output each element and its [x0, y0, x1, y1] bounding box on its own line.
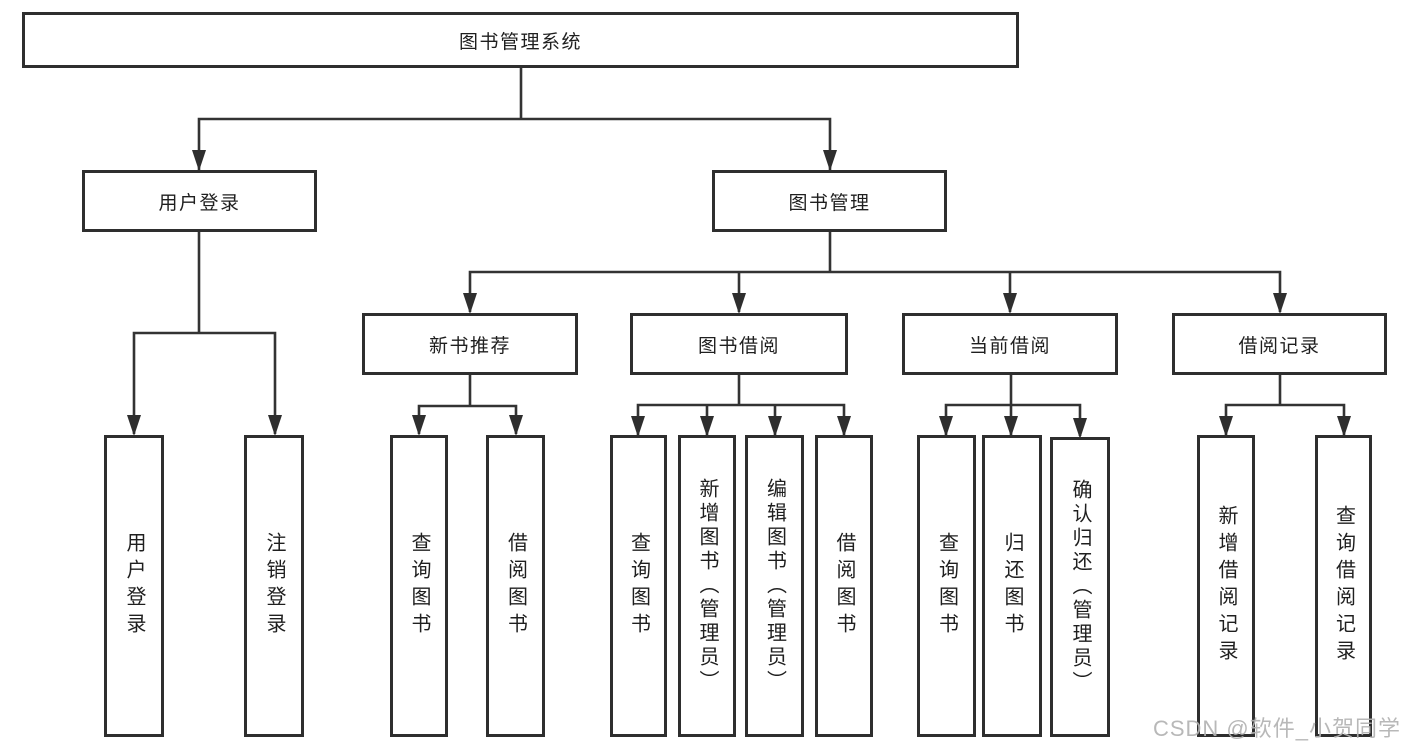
- node-new-book-recommend: 新书推荐: [362, 313, 578, 375]
- leaf-label: 查询图书: [408, 532, 430, 640]
- leaf-label: 用户登录: [123, 532, 145, 640]
- leaf-label: 新增借阅记录: [1215, 505, 1237, 667]
- leaf-logout: 注销登录: [244, 435, 304, 737]
- leaf-return-books: 归还图书: [982, 435, 1042, 737]
- leaf-add-borrow-record: 新增借阅记录: [1197, 435, 1255, 737]
- node-current-borrow: 当前借阅: [902, 313, 1118, 375]
- leaf-label: 借阅图书: [504, 532, 527, 640]
- leaf-label: 借阅图书: [833, 532, 855, 640]
- node-user-login: 用户登录: [82, 170, 317, 232]
- leaf-label: 查询图书: [935, 532, 958, 640]
- node-book-management: 图书管理: [712, 170, 947, 232]
- leaf-label: 归还图书: [1001, 532, 1023, 640]
- node-library-system: 图书管理系统: [22, 12, 1019, 68]
- leaf-borrow-books-recommend: 借阅图书: [486, 435, 545, 737]
- leaf-label: 查询图书: [627, 532, 650, 640]
- leaf-user-login: 用户登录: [104, 435, 164, 737]
- node-borrow-records: 借阅记录: [1172, 313, 1387, 375]
- leaf-label: 注销登录: [263, 532, 285, 640]
- leaf-confirm-return-admin: 确认归还（管理员）: [1050, 437, 1110, 737]
- leaf-label: 查询借阅记录: [1332, 505, 1355, 667]
- leaf-query-books-recommend: 查询图书: [390, 435, 448, 737]
- leaf-query-books-current: 查询图书: [917, 435, 976, 737]
- leaf-borrow-books: 借阅图书: [815, 435, 873, 737]
- leaf-add-books-admin: 新增图书（管理员）: [678, 435, 736, 737]
- node-book-borrow: 图书借阅: [630, 313, 848, 375]
- leaf-query-books-borrow: 查询图书: [610, 435, 667, 737]
- leaf-label: 新增图书（管理员）: [696, 478, 718, 694]
- leaf-label: 编辑图书（管理员）: [763, 478, 786, 694]
- leaf-query-borrow-record: 查询借阅记录: [1315, 435, 1372, 737]
- leaf-edit-books-admin: 编辑图书（管理员）: [745, 435, 804, 737]
- leaf-label: 确认归还（管理员）: [1069, 479, 1091, 695]
